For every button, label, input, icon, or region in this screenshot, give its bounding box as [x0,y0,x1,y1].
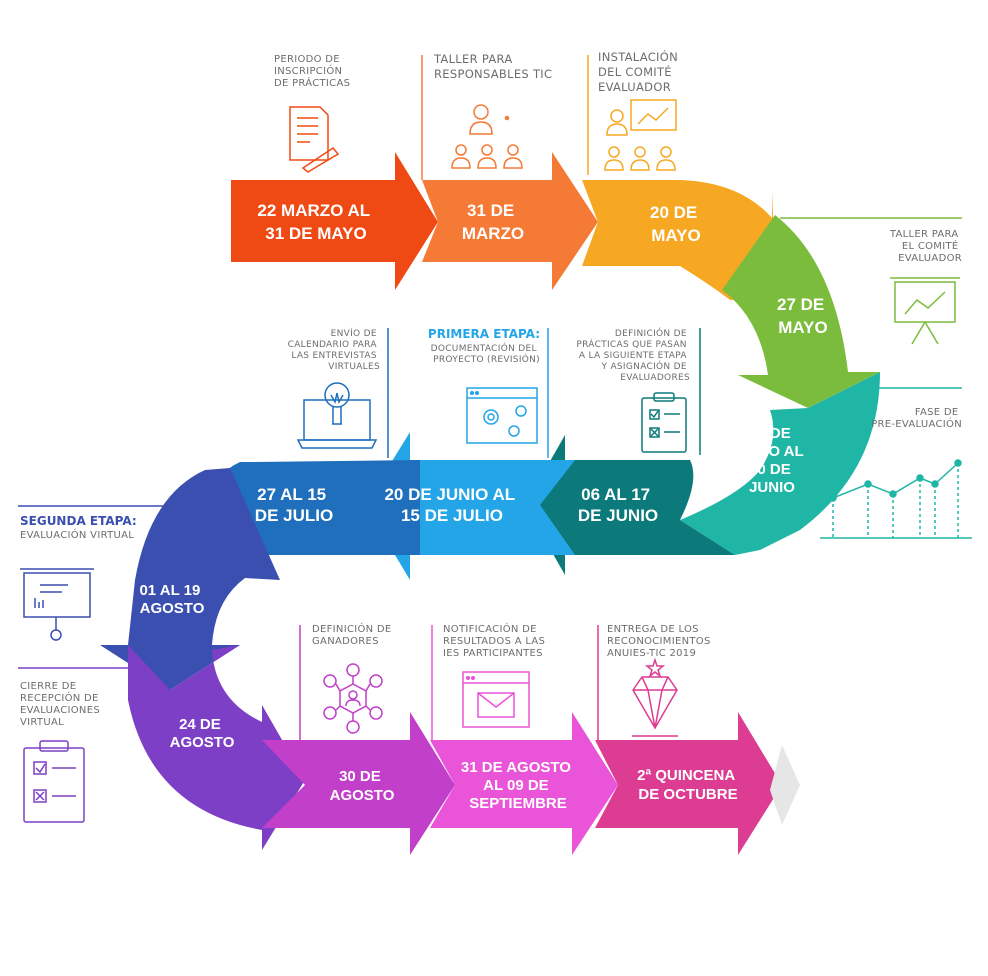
step-1-caption: PERIODO DE INSCRIPCIÓN DE PRÁCTICAS [274,54,350,89]
step-6-caption: DEFINICIÓN DE PRÁCTICAS QUE PASAN A LA S… [576,327,690,383]
segment-arrow-12 [430,712,618,855]
step-12-date: 31 DE AGOSTO AL 09 DE SEPTIEMBRE [461,759,575,812]
step-3-caption: INSTALACIÓN DEL COMITÉ EVALUADOR [598,49,682,94]
step-8-date: 27 AL 15 DE JULIO [255,485,333,525]
connector-lines [18,55,962,740]
diamond-icon [632,657,678,737]
segment-arrow-5 [680,372,880,555]
step-4-caption: TALLER PARA EL COMITÉ EVALUADOR [889,229,962,264]
document-pencil-icon [289,106,340,173]
step-9-caption: EVALUACIÓN VIRTUAL [20,528,134,541]
step-11-date: 30 DE AGOSTO [330,768,395,804]
step-12-caption: NOTIFICACIÓN DE RESULTADOS A LAS IES PAR… [443,622,549,659]
segment-arrow-10 [128,645,305,850]
segment-arrow-3 [582,180,775,300]
step-11-caption: DEFINICIÓN DE GANADORES [312,622,395,647]
clipboard-check-icon [641,392,687,453]
envelope-window-icon [462,671,530,728]
step-13-caption: ENTREGA DE LOS RECONOCIMIENTOS ANUIES-TI… [607,624,714,659]
step-5-caption: FASE DE PRE-EVALUACIÓN [871,407,962,430]
step-9-date: 01 AL 19 AGOSTO [139,582,204,617]
network-people-icon [323,663,383,734]
step-7-caption: DOCUMENTACIÓN DEL PROYECTO (REVISIÓN) [431,342,540,365]
step-5-date: 30 DE MAYO AL 10 DE JUNIO [736,425,807,496]
presentation-board-icon [890,277,960,345]
whiteboard-chart-icon [20,568,94,641]
segment-arrow-9 [100,468,280,690]
step-3-date: 20 DE MAYO [650,203,702,245]
segment-arrow-1 [231,152,438,290]
segment-arrow-2 [422,152,598,290]
step-10-date: 24 DE AGOSTO [170,716,235,751]
step-4-date: 27 DE MAYO [777,295,829,337]
browser-gears-icon [466,387,538,444]
step-1-date: 22 MARZO AL 31 DE MAYO [257,201,374,243]
primera-etapa-heading: PRIMERA ETAPA: [428,327,540,341]
step-6-date: 06 AL 17 DE JUNIO [578,485,658,525]
step-2-caption: TALLER PARA RESPONSABLES TIC [433,52,552,81]
segment-arrow-13 [595,712,782,855]
segment-arrow-13-shadow [770,745,800,825]
segment-arrow-8b [370,460,420,555]
step-13-date: 2ª QUINCENA DE OCTUBRE [637,767,739,803]
segment-arrow-4 [722,215,880,408]
clipboard-check-icon [23,740,85,823]
people-group-icon [451,104,523,169]
committee-board-icon [604,99,677,171]
step-10-caption: CIERRE DE RECEPCIÓN DE EVALUACIONES VIRT… [20,681,103,728]
step-7-date: 20 DE JUNIO AL 15 DE JULIO [384,485,519,525]
step-8-caption: ENVÍO DE CALENDARIO PARA LAS ENTREVISTAS… [288,327,380,372]
segment-arrow-6 [525,435,735,575]
segment-arrow-11 [262,712,455,855]
laptop-lightbulb-icon [296,382,378,449]
line-chart-icon [820,459,972,539]
segunda-etapa-heading: SEGUNDA ETAPA: [20,514,137,528]
step-2-date: 31 DE MARZO [462,201,524,243]
